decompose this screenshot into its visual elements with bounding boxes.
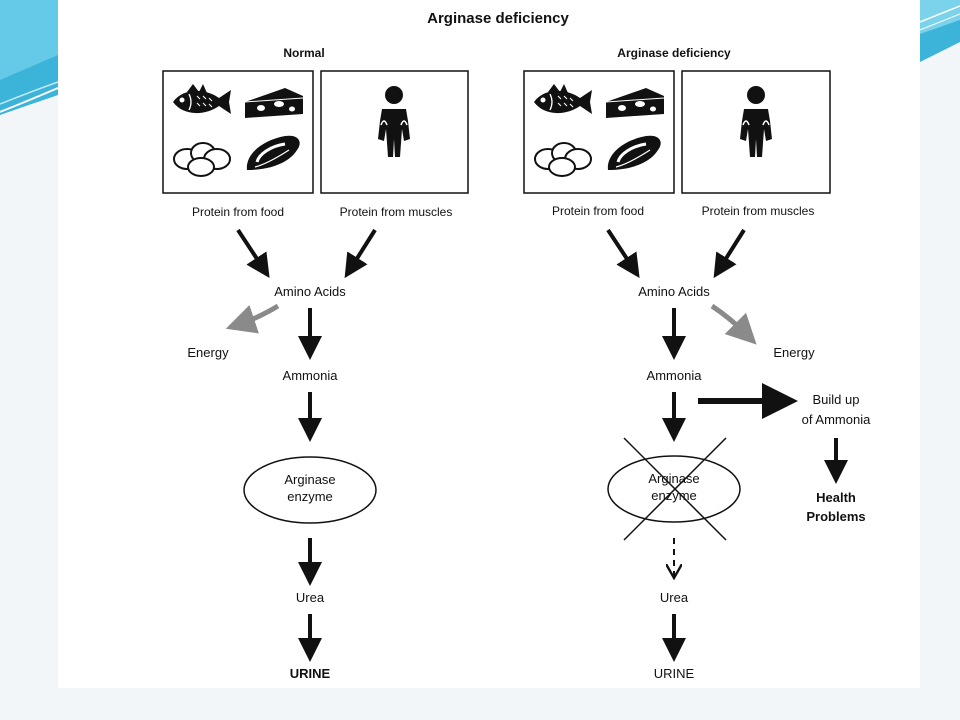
- arrow-food-to-amino: [606, 228, 640, 279]
- corner-decoration-left: [0, 0, 59, 115]
- normal-urine: URINE: [290, 666, 331, 681]
- deficiency-heading: Arginase deficiency: [617, 46, 731, 60]
- deficiency-ammonia: Ammonia: [647, 368, 703, 383]
- diagram-title: Arginase deficiency: [427, 10, 569, 27]
- normal-ammonia: Ammonia: [283, 368, 339, 383]
- buildup-line2: of Ammonia: [802, 412, 871, 427]
- arrow-muscle-to-amino: [344, 228, 377, 279]
- normal-enzyme-ellipse: [243, 456, 377, 524]
- cross-out-line: [623, 437, 727, 541]
- normal-heading: Normal: [283, 46, 324, 60]
- deficiency-enzyme-line1: Arginase: [648, 471, 699, 486]
- deficiency-energy: Energy: [773, 345, 815, 360]
- arrow-food-to-amino: [236, 228, 270, 279]
- normal-enzyme-line2: enzyme: [287, 489, 333, 504]
- buildup-line1: Build up: [813, 392, 860, 407]
- normal-panel: Normal Protein from food Protein from mu…: [162, 46, 469, 681]
- health-line1: Health: [816, 490, 856, 505]
- normal-energy: Energy: [187, 345, 229, 360]
- deficiency-urea: Urea: [660, 590, 689, 605]
- deficiency-food-box: [523, 70, 675, 194]
- deficiency-food-label: Protein from food: [552, 204, 644, 218]
- health-line2: Problems: [806, 509, 865, 524]
- normal-amino-acids: Amino Acids: [274, 284, 346, 299]
- normal-urea: Urea: [296, 590, 325, 605]
- deficiency-muscle-label: Protein from muscles: [702, 204, 815, 218]
- normal-food-box: [162, 70, 314, 194]
- normal-enzyme-line1: Arginase: [284, 472, 335, 487]
- arrow-muscle-to-amino: [713, 228, 746, 279]
- arrow-amino-to-energy: [225, 303, 280, 334]
- normal-food-label: Protein from food: [192, 205, 284, 219]
- deficiency-panel: Arginase deficiency Protein from food Pr…: [523, 46, 871, 681]
- diagram-page: Arginase deficiency Normal Protein from …: [58, 0, 920, 688]
- deficiency-urine: URINE: [654, 666, 695, 681]
- arginase-diagram: Arginase deficiency Normal Protein from …: [162, 10, 871, 681]
- deficiency-amino-acids: Amino Acids: [638, 284, 710, 299]
- normal-muscle-label: Protein from muscles: [340, 205, 453, 219]
- corner-decoration-right: [919, 0, 960, 62]
- arrow-amino-to-energy: [710, 303, 757, 345]
